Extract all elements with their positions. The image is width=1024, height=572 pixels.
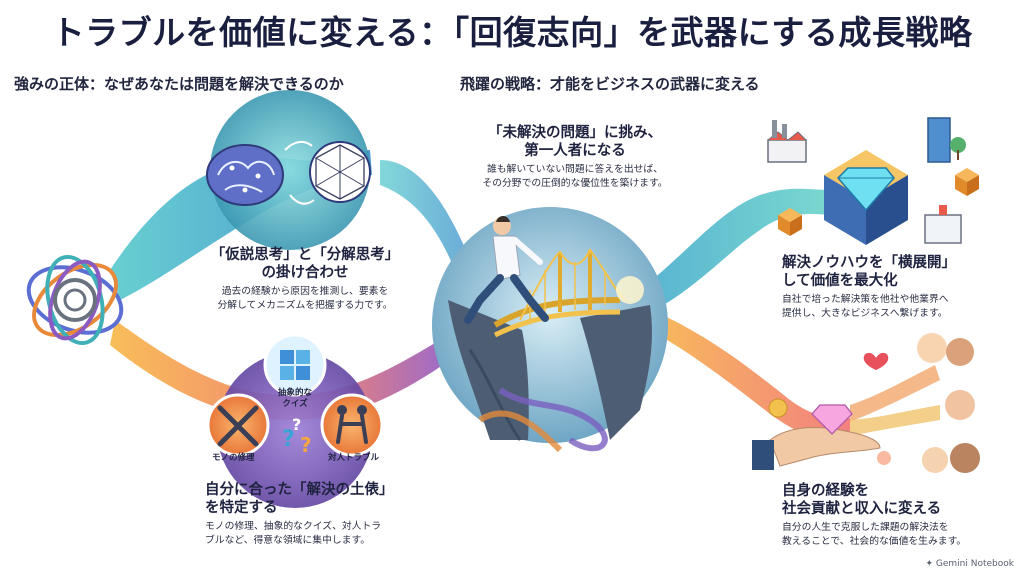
svg-text:?: ? (292, 415, 301, 434)
abstract-quiz-label: 抽象的な クイズ (270, 388, 320, 410)
field-block: 自分に合った「解決の土俵」 を特定する モノの修理、抽象的なクイズ、対人トラ ブ… (205, 481, 445, 548)
repair-label: モノの修理 (212, 453, 255, 463)
thinking-heading-2: の掛け合わせ (261, 265, 349, 281)
watermark: ✦ Gemini Notebook (925, 559, 1014, 569)
diamond-box-scene (767, 117, 979, 245)
watermark-text: Gemini Notebook (935, 559, 1014, 569)
right-section-heading: 飛躍の戦略：才能をビジネスの武器に変える (460, 75, 760, 93)
abstract-quiz-label-1: 抽象的な (277, 388, 312, 398)
expand-body-1: 自社で培った解決策を他社や他業界へ (782, 294, 949, 305)
abstract-quiz-label-2: クイズ (282, 399, 308, 409)
hand-diamond-scene (752, 333, 980, 473)
svg-text:?: ? (282, 427, 295, 452)
unsolved-block: 「未解決の問題」に挑み、 第一人者になる 誰も解いていない問題に答えを出せば、 … (455, 124, 695, 191)
interpersonal-label: 対人トラブル (328, 453, 380, 463)
solution-field-circle: ? ? ? (206, 333, 384, 508)
thinking-body-2: 分解してメカニズムを把握する力です。 (217, 300, 393, 311)
expand-heading-2: して価値を最大化 (782, 273, 898, 289)
unsolved-heading-2: 第一人者になる (524, 143, 626, 159)
unsolved-body-2: その分野での圧倒的な優位性を築けます。 (482, 178, 668, 189)
thinking-body-1: 過去の経験から原因を推測し、要素を (221, 286, 389, 297)
thinking-block: 「仮説思考」と「分解思考」 の掛け合わせ 過去の経験から原因を推測し、要素を 分… (190, 246, 420, 313)
field-body-1: モノの修理、抽象的なクイズ、対人トラ (205, 521, 382, 532)
field-heading-1: 自分に合った「解決の土俵」 (205, 482, 394, 498)
page-title: トラブルを価値に変える：「回復志向」を武器にする成長戦略 (51, 13, 973, 52)
contribute-body-1: 自分の人生で克服した課題の解決法を (782, 522, 949, 533)
brain-circle (206, 90, 371, 250)
expand-block: 解決ノウハウを「横展開」 して価値を最大化 自社で培った解決策を他社や他業界へ … (782, 254, 1002, 321)
orange-ribbon-right (640, 305, 940, 441)
field-heading-2: を特定する (205, 500, 278, 516)
tangled-knot-icon (26, 254, 124, 346)
expand-heading-1: 解決ノウハウを「横展開」 (782, 255, 956, 271)
contribute-heading-1: 自身の経験を (782, 483, 869, 499)
teal-ribbon-right (640, 188, 830, 310)
contribute-block: 自身の経験を 社会貢献と収入に変える 自分の人生で克服した課題の解決法を 教える… (782, 482, 1002, 549)
expand-body-2: 提供し、大きなビジネスへ繋げます。 (782, 308, 948, 319)
bridge-circle (432, 207, 668, 453)
contribute-heading-2: 社会貢献と収入に変える (782, 501, 942, 517)
thinking-heading-1: 「仮説思考」と「分解思考」 (210, 247, 400, 263)
sparkle-icon: ✦ (925, 559, 934, 569)
unsolved-body-1: 誰も解いていない問題に答えを出せば、 (486, 164, 664, 175)
contribute-body-2: 教えることで、社会的な価値を生みます。 (782, 536, 967, 547)
left-section-heading: 強みの正体：なぜあなたは問題を解決できるのか (14, 75, 344, 93)
svg-text:?: ? (300, 433, 312, 457)
unsolved-heading-1: 「未解決の問題」に挑み、 (488, 125, 662, 141)
field-body-2: ブルなど、得意な領域に集中します。 (205, 535, 371, 546)
orange-ribbon-left (110, 320, 450, 420)
